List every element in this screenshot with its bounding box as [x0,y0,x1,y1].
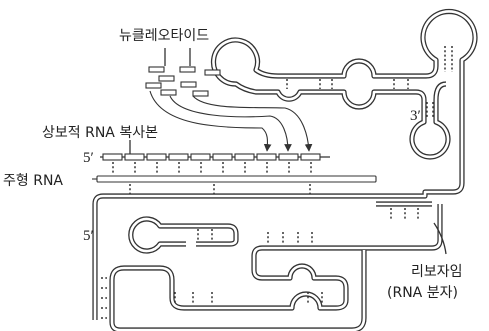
nucleotide [179,66,196,73]
copy-segment [234,153,255,161]
nucleotide [180,81,197,88]
nucleotide [145,82,162,89]
template-rna [92,175,377,183]
five-prime-left-label: 5′ [83,228,94,244]
copy-segment [190,153,211,161]
nucleotide-label: 뉴클레오타이드 [119,28,209,44]
complementary-rna-copy [100,140,330,161]
five-prime-top-label: 5′ [83,150,94,166]
copy-segment [146,153,167,161]
ribozyme-base-pairs [101,46,453,319]
copy-segment [300,153,321,161]
incorporation-arrows [149,90,313,152]
copy-segment [168,153,189,161]
nucleotide [204,69,221,76]
ribozyme-pointer [433,222,447,255]
nucleotide [192,90,209,97]
copy-template-base-pairs [112,162,312,194]
three-prime-label: 3′ [410,108,421,124]
nucleotide [148,66,165,73]
copy-segment [278,153,299,161]
copy-segment [256,153,277,161]
ribozyme-label: 리보자임 [411,264,463,280]
free-nucleotides [145,48,221,97]
template-rna-label: 주형 RNA [3,173,63,189]
copy-segment [102,153,123,161]
complementary-copy-label: 상보적 RNA 복사본 [42,125,158,141]
ribozyme-note-label: (RNA 분자) [387,285,458,301]
ribozyme-strand [92,8,478,331]
copy-segment [124,153,145,161]
nucleotide [158,75,175,82]
copy-segment [212,153,233,161]
nucleotide [160,89,177,96]
